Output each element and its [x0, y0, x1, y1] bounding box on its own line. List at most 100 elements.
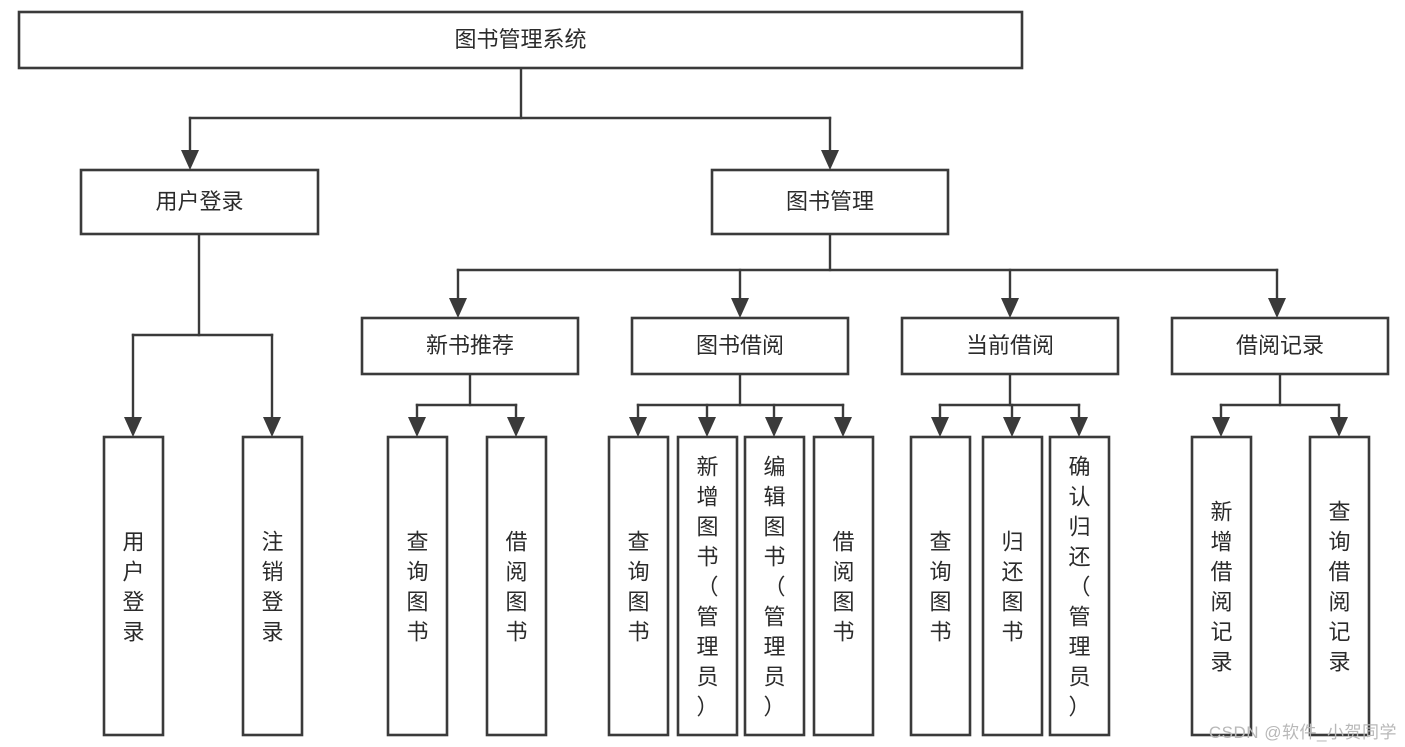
connector-c-cur-l2	[1003, 403, 1021, 437]
node-box[interactable]	[607, 435, 670, 737]
root-node-root[interactable]: 图书管理系统	[17, 10, 1024, 70]
node-label-char: 图	[1001, 589, 1023, 614]
node-box[interactable]	[812, 435, 875, 737]
node-box[interactable]	[676, 435, 739, 737]
level2-node-new-book-recommend[interactable]: 新书推荐	[360, 316, 580, 376]
node-label-char: 书	[696, 544, 718, 569]
node-label-char: 阅	[1210, 589, 1232, 614]
node-label-char: （	[1068, 574, 1090, 599]
node-label-char: 书	[406, 619, 428, 644]
node-label-char: （	[696, 574, 718, 599]
node-label-char: 登	[261, 589, 283, 614]
connector-c-bor-l2	[698, 403, 716, 437]
node-box[interactable]	[1308, 435, 1371, 737]
node-box[interactable]	[485, 435, 548, 737]
node-label-char: 借	[1210, 559, 1232, 584]
node-label-char: 询	[929, 559, 951, 584]
connector-c-mgmt-b	[731, 268, 749, 318]
node-label-char: 员	[763, 664, 785, 689]
node-label-char: ）	[763, 694, 785, 719]
node-label: 新书推荐	[426, 333, 514, 358]
node-box[interactable]	[710, 168, 950, 236]
node-box[interactable]	[1048, 435, 1111, 737]
node-box[interactable]	[17, 10, 1024, 70]
node-label-char: 还	[1001, 559, 1023, 584]
node-label-char: 销	[261, 559, 283, 584]
arrow-head-icon	[1003, 417, 1021, 437]
level2-node-current-borrow[interactable]: 当前借阅	[900, 316, 1120, 376]
level2-node-borrow-record[interactable]: 借阅记录	[1170, 316, 1390, 376]
node-label-char: 录	[1210, 649, 1232, 674]
node-box[interactable]	[743, 435, 806, 737]
node-box[interactable]	[102, 435, 165, 737]
node-label-char: 管	[1068, 604, 1090, 629]
node-label-char: （	[763, 574, 785, 599]
node-label-char: 图	[627, 589, 649, 614]
connector-c-bor-l4	[834, 403, 852, 437]
node-label-char: 归	[1068, 514, 1090, 539]
node-label-char: 查	[1328, 499, 1350, 524]
node-label-char: 编	[763, 454, 785, 479]
arrow-head-icon	[181, 150, 199, 170]
node-box[interactable]	[981, 435, 1044, 737]
level1-node-book-management[interactable]: 图书管理	[710, 168, 950, 236]
node-label-char: 记	[1210, 619, 1232, 644]
node-label-char: 图	[929, 589, 951, 614]
node-label-char: 图	[406, 589, 428, 614]
level1-node-user-login[interactable]: 用户登录	[79, 168, 320, 236]
connector-c-login-l2	[263, 333, 281, 437]
node-box[interactable]	[79, 168, 320, 236]
node-box[interactable]	[360, 316, 580, 376]
node-box[interactable]	[241, 435, 304, 737]
node-label-char: 新	[696, 454, 718, 479]
node-label-char: 查	[406, 529, 428, 554]
node-box[interactable]	[900, 316, 1120, 376]
node-label-char: 登	[122, 589, 144, 614]
arrow-head-icon	[263, 417, 281, 437]
node-label: 借阅记录	[1236, 333, 1324, 358]
node-box[interactable]	[1190, 435, 1253, 737]
arrow-head-icon	[629, 417, 647, 437]
node-label-char: 员	[696, 664, 718, 689]
node-box[interactable]	[1170, 316, 1390, 376]
node-label-char: 管	[763, 604, 785, 629]
node-label-char: 书	[627, 619, 649, 644]
node-label-char: 理	[1068, 634, 1090, 659]
connector-c-rcd-l2	[1330, 403, 1348, 437]
node-label-char: 阅	[832, 559, 854, 584]
node-layer: 图书管理系统用户登录图书管理新书推荐图书借阅当前借阅借阅记录用户登录注销登录查询…	[17, 10, 1390, 737]
node-label-char: 理	[763, 634, 785, 659]
node-label-char: 图	[696, 514, 718, 539]
node-label-char: 询	[1328, 529, 1350, 554]
arrow-head-icon	[821, 150, 839, 170]
node-label-char: 查	[627, 529, 649, 554]
node-label-char: 户	[122, 559, 144, 584]
node-label-char: 借	[1328, 559, 1350, 584]
node-box[interactable]	[909, 435, 972, 737]
node-label-char: 书	[929, 619, 951, 644]
level2-node-book-borrow[interactable]: 图书借阅	[630, 316, 850, 376]
node-box[interactable]	[386, 435, 449, 737]
connector-layer	[124, 66, 1348, 437]
node-label: 图书管理系统	[454, 27, 586, 52]
node-box[interactable]	[630, 316, 850, 376]
arrow-head-icon	[765, 417, 783, 437]
node-label-char: 阅	[1328, 589, 1350, 614]
node-label-char: 新	[1210, 499, 1232, 524]
node-label-char: 书	[505, 619, 527, 644]
node-label-char: 录	[122, 619, 144, 644]
leaf-node-leaf-user-login[interactable]: 用户登录	[102, 435, 165, 737]
